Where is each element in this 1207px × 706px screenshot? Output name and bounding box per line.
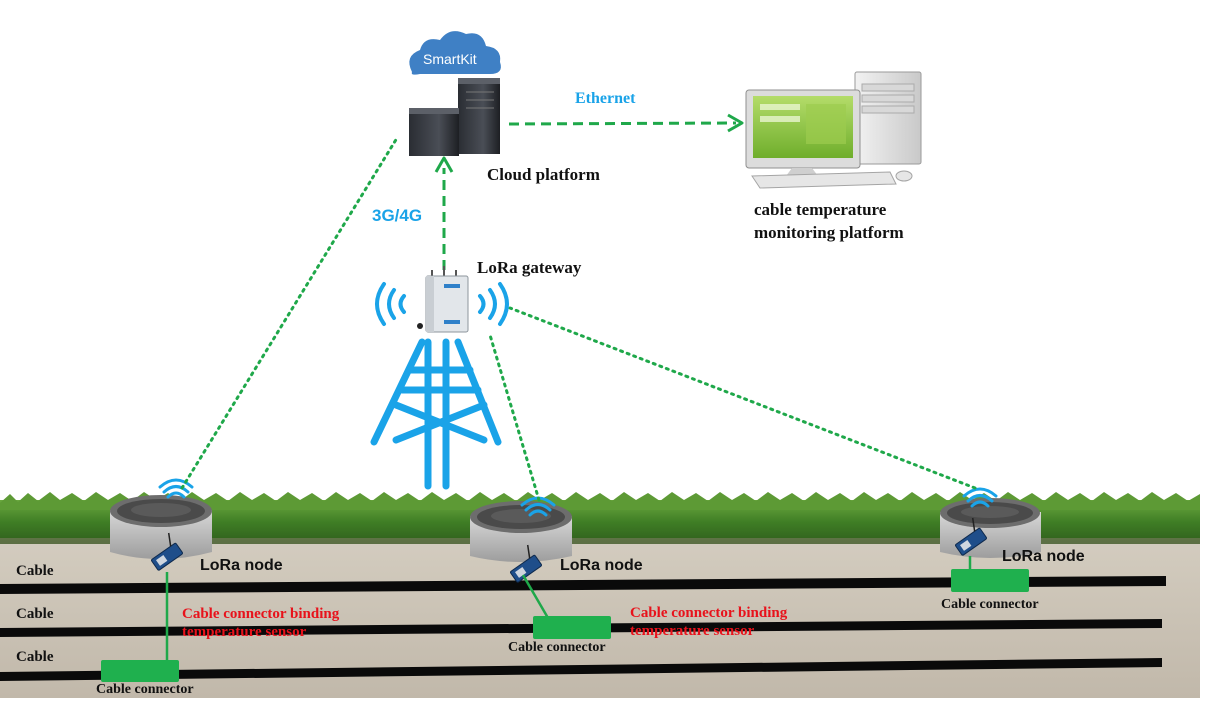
link-middle-node-to-gateway bbox=[488, 333, 541, 502]
cell-tower-icon bbox=[370, 338, 502, 490]
cloud-platform-label: Cloud platform bbox=[487, 165, 600, 184]
manhole-left bbox=[110, 495, 212, 559]
gateway-signal-right-icon bbox=[478, 282, 509, 326]
node-signal-right-icon bbox=[962, 487, 998, 508]
cable-connector-left bbox=[101, 660, 179, 682]
cable-connector-label-middle: Cable connector bbox=[508, 640, 606, 655]
monitor-label-line2: monitoring platform bbox=[754, 223, 904, 242]
grass-edge bbox=[0, 492, 1200, 510]
link-right-node-to-gateway bbox=[508, 306, 977, 490]
lora-node-label-middle: LoRa node bbox=[560, 557, 643, 574]
cable-label-3: Cable bbox=[16, 649, 54, 665]
wireless-links bbox=[180, 136, 977, 502]
ethernet-label: Ethernet bbox=[575, 90, 636, 107]
cable-connector-right bbox=[951, 569, 1029, 592]
sensor-annotation-middle-line1: Cable connector binding bbox=[630, 605, 788, 621]
cable-label-1: Cable bbox=[16, 563, 54, 579]
ethernet-arrow bbox=[508, 113, 744, 133]
cellular-arrow bbox=[434, 156, 454, 270]
cable-connector-label-left: Cable connector bbox=[96, 682, 194, 697]
cable-connector-label-right: Cable connector bbox=[941, 597, 1039, 612]
cable-label-2: Cable bbox=[16, 606, 54, 622]
sensor-annotation-middle-line2: temperature sensor bbox=[630, 623, 755, 639]
cellular-label: 3G/4G bbox=[372, 206, 423, 225]
node-board-right bbox=[955, 517, 987, 556]
lora-node-label-right: LoRa node bbox=[1002, 548, 1085, 565]
sensor-annotation-left-line2: temperature sensor bbox=[182, 624, 307, 640]
gateway-label: LoRa gateway bbox=[477, 258, 582, 277]
smartkit-cloud-icon bbox=[409, 31, 501, 75]
cable-3 bbox=[0, 658, 1162, 681]
lora-node-label-left: LoRa node bbox=[200, 557, 283, 574]
grass-soil-shadow bbox=[0, 538, 1200, 544]
smartkit-brand: SmartKit bbox=[423, 51, 477, 67]
link-left-node-to-cloud bbox=[180, 136, 399, 490]
gateway-signal-left-icon bbox=[375, 282, 406, 326]
node-board-left bbox=[151, 532, 183, 571]
manhole-middle bbox=[470, 501, 572, 562]
node-board-middle bbox=[510, 544, 542, 583]
node-signal-left-icon bbox=[158, 478, 194, 499]
computer-icon bbox=[745, 71, 922, 189]
lora-gateway-device-icon bbox=[417, 266, 469, 333]
server-icon bbox=[409, 78, 500, 156]
sensor-wire-middle bbox=[521, 574, 550, 619]
cable-1 bbox=[0, 576, 1166, 594]
cable-connector-middle bbox=[533, 616, 611, 639]
sensor-wires bbox=[165, 556, 972, 664]
monitor-label-line1: cable temperature bbox=[754, 200, 887, 219]
sensor-annotation-left-line1: Cable connector binding bbox=[182, 606, 340, 622]
